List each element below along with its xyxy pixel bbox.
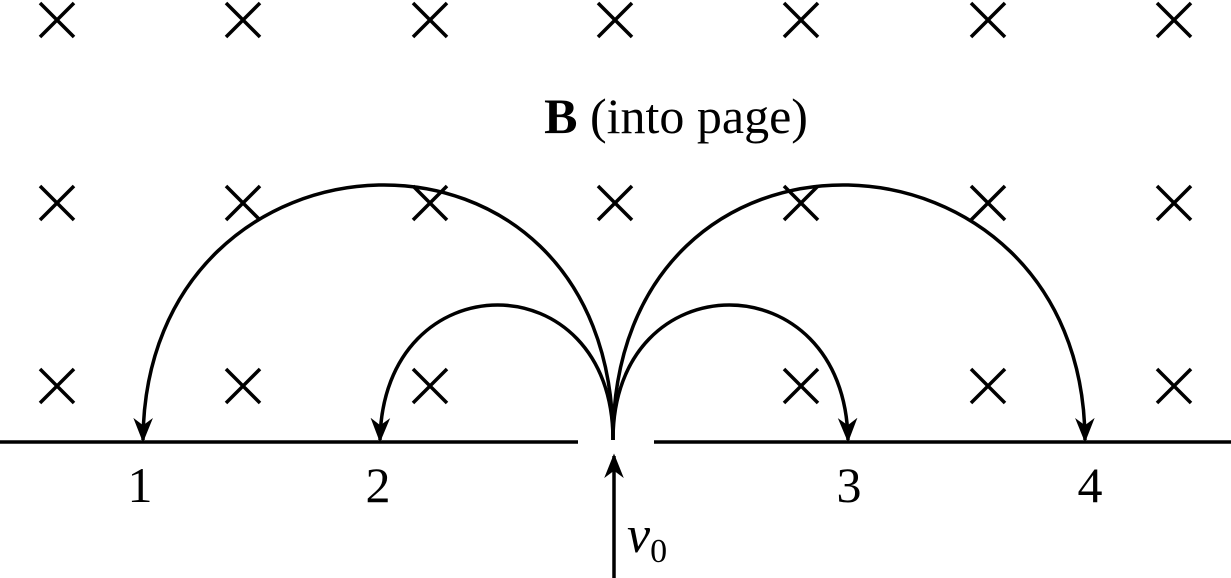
trajectory-arc-1 — [133, 183, 615, 443]
trajectory-arc-3 — [611, 303, 858, 443]
landing-label-1: 1 — [128, 457, 153, 513]
cross-icon — [1155, 1, 1193, 39]
cross-icon — [411, 1, 449, 39]
cross-icon — [596, 1, 634, 39]
cross-icon — [1155, 184, 1193, 222]
cross-icon — [38, 367, 76, 405]
landing-label-3: 3 — [837, 457, 862, 513]
cross-icon — [969, 184, 1007, 222]
field-cross-grid — [38, 1, 1193, 405]
cross-icon — [969, 367, 1007, 405]
cross-icon — [224, 1, 262, 39]
cross-icon — [969, 1, 1007, 39]
cross-icon — [782, 367, 820, 405]
field-direction-text: (into page) — [577, 88, 807, 144]
landing-label-2: 2 — [366, 457, 391, 513]
cross-icon — [38, 1, 76, 39]
trajectory-arc-2 — [370, 303, 615, 443]
cross-icon — [411, 367, 449, 405]
cross-icon — [782, 1, 820, 39]
cross-icon — [224, 367, 262, 405]
velocity-symbol: v — [627, 507, 651, 564]
field-symbol: B — [544, 88, 577, 144]
trajectory-arc-4 — [611, 183, 1095, 443]
cross-icon — [1155, 367, 1193, 405]
landing-label-4: 4 — [1078, 457, 1103, 513]
velocity-label: v0 — [627, 507, 667, 570]
field-label: B (into page) — [544, 88, 808, 144]
cross-icon — [224, 184, 262, 222]
cross-icon — [596, 184, 634, 222]
cross-icon — [38, 184, 76, 222]
velocity-subscript: 0 — [650, 533, 667, 570]
